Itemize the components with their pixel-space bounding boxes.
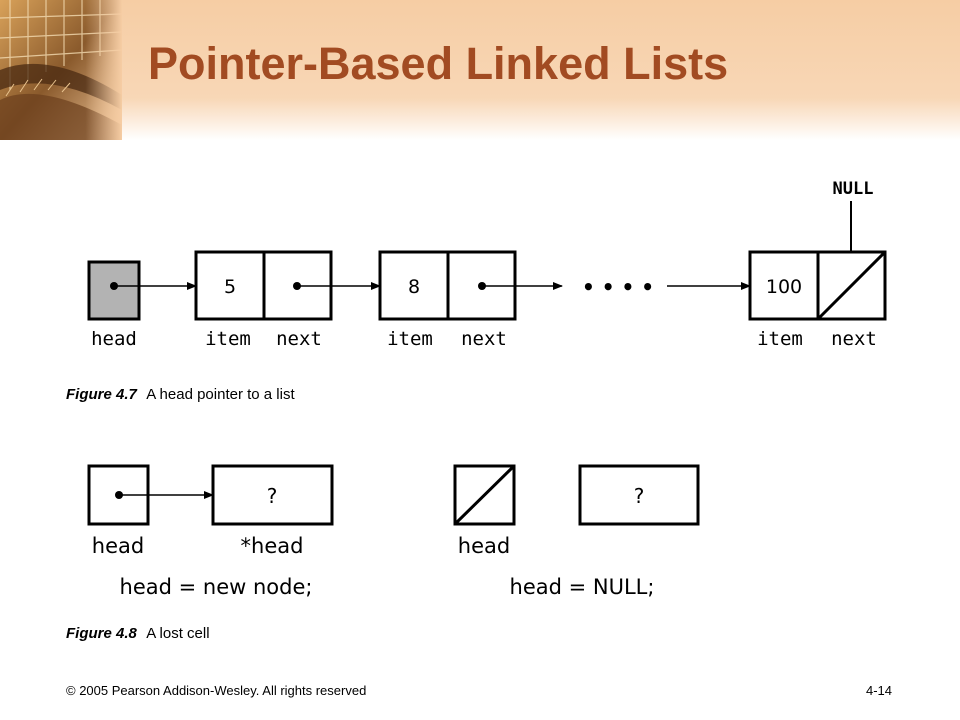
right-head-null-slash xyxy=(453,464,516,526)
node2-item-cell xyxy=(378,250,450,321)
left-node-value: ? xyxy=(267,484,278,508)
figure-4-8-caption: Figure 4.8 A lost cell xyxy=(66,625,210,642)
null-label: NULL xyxy=(833,179,874,199)
right-statement: head = NULL; xyxy=(510,575,655,599)
ellipsis: • • • • xyxy=(582,275,654,299)
right-head-label: head xyxy=(458,534,510,558)
node3-item-label: item xyxy=(757,328,803,350)
node3-null-slash xyxy=(816,250,887,321)
footer-copyright: © 2005 Pearson Addison-Wesley. All right… xyxy=(66,683,367,698)
node1-next-label: next xyxy=(276,328,322,350)
node1-value: 5 xyxy=(224,276,236,298)
node1-item-label: item xyxy=(205,328,251,350)
node3-value: 100 xyxy=(766,276,802,298)
head-label: head xyxy=(91,328,137,350)
node2-item-label: item xyxy=(387,328,433,350)
head-pointer-box xyxy=(87,260,141,321)
figure-4-8-label: Figure 4.8 xyxy=(66,625,137,642)
left-deref-label: *head xyxy=(241,534,304,558)
figure-4-7-caption: Figure 4.7 A head pointer to a list xyxy=(66,386,295,403)
node3-item-cell xyxy=(748,250,820,321)
node2-next-label: next xyxy=(461,328,507,350)
left-statement: head = new node; xyxy=(120,575,313,599)
right-node-value: ? xyxy=(634,484,645,508)
slide-title: Pointer-Based Linked Lists xyxy=(148,38,729,89)
footer-page-number: 4-14 xyxy=(865,683,892,698)
figure-4-8-caption-text: A lost cell xyxy=(146,625,210,642)
node2-value: 8 xyxy=(408,276,420,298)
figure-4-7-caption-text: A head pointer to a list xyxy=(146,386,295,403)
building-photo xyxy=(0,0,122,140)
header-band: Pointer-Based Linked Lists xyxy=(0,0,960,140)
right-node-cell xyxy=(578,464,700,526)
figure-4-7-label: Figure 4.7 xyxy=(66,386,137,403)
left-node-cell xyxy=(211,464,334,526)
left-head-label: head xyxy=(92,534,144,558)
node3-next-label: next xyxy=(831,328,877,350)
